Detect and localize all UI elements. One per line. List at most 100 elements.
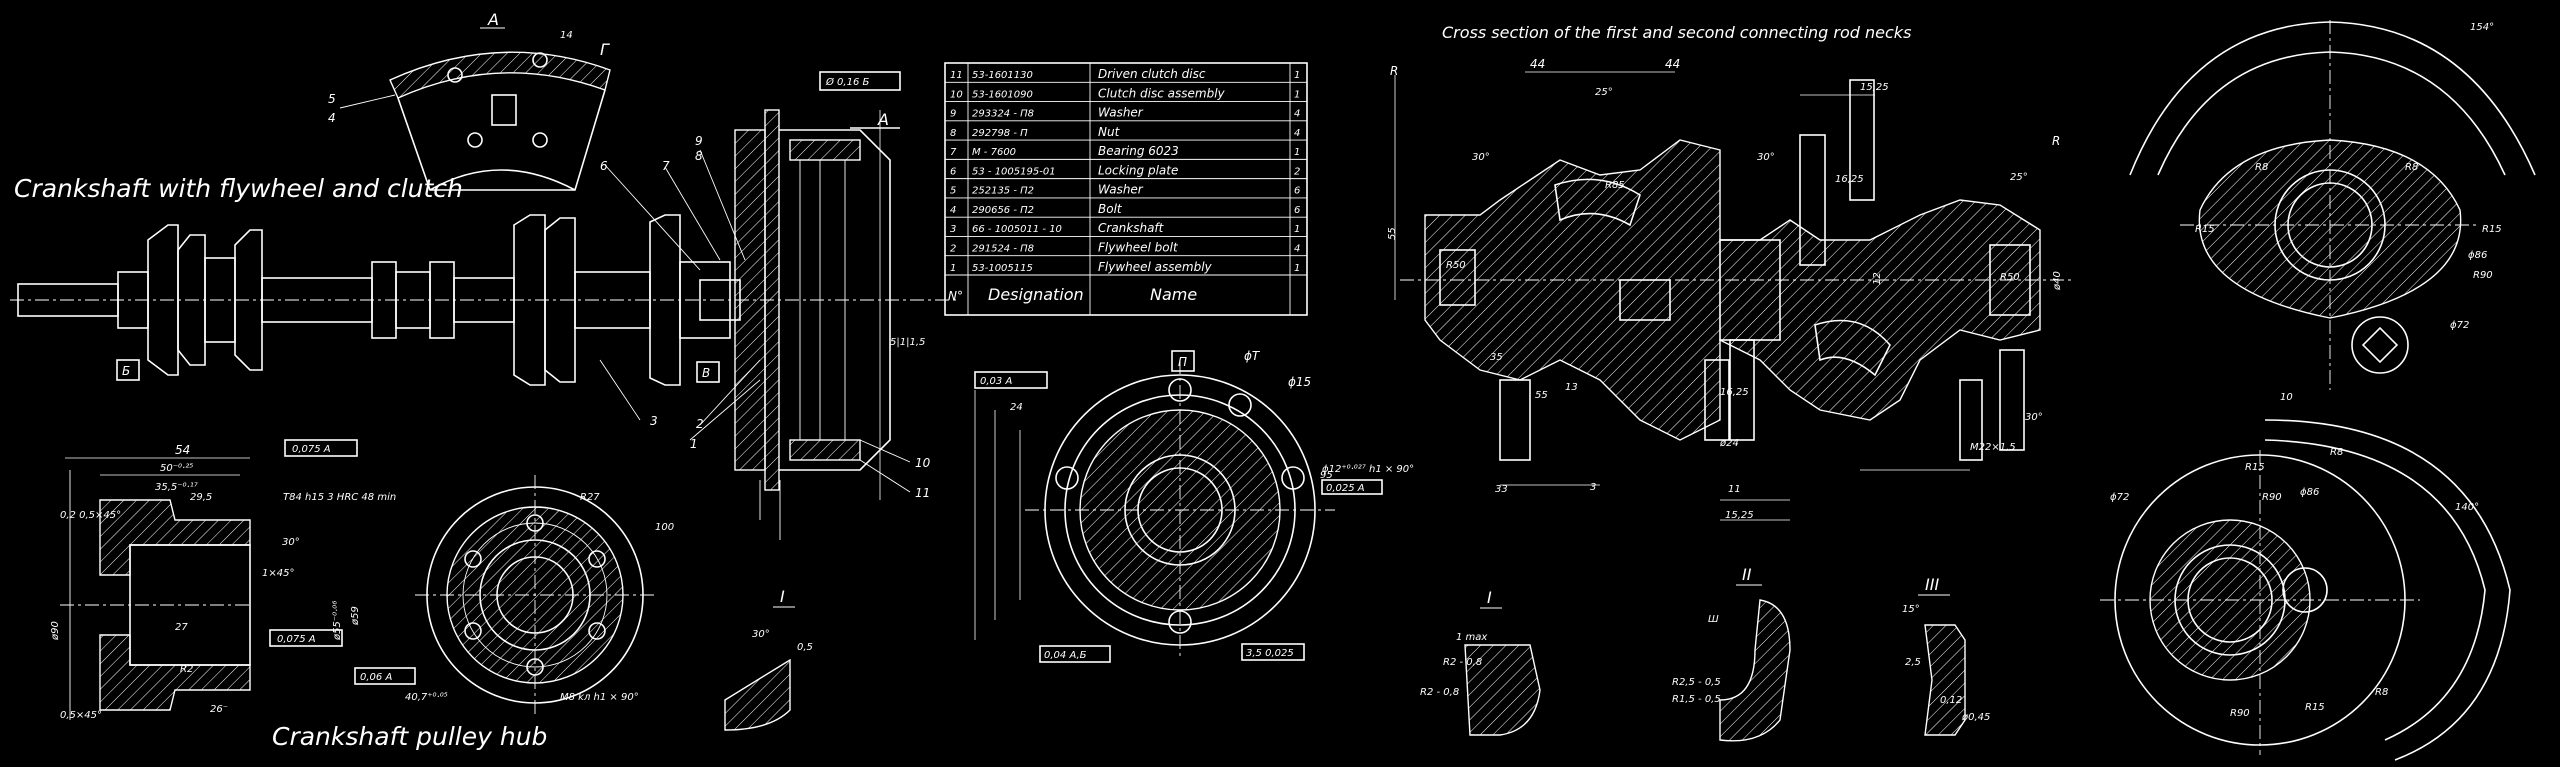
table-cell-number: 4 <box>950 205 956 216</box>
detail-ii-r1505: R1,5 - 0,5 <box>1672 694 1721 705</box>
table-cell-number: 2 <box>950 243 956 254</box>
cs-24: ø24 <box>1719 438 1739 449</box>
table-cell-qty: 1 <box>1294 147 1300 158</box>
detail-i-30: 30° <box>752 629 770 640</box>
fw-r90: R90 <box>2473 270 2493 281</box>
dim-26: 26⁻ <box>210 704 228 715</box>
view-a-label: A <box>487 10 499 29</box>
cs-r50b: R50 <box>2000 272 2020 283</box>
table-cell-number: 11 <box>950 70 963 81</box>
cs-1625a: 16,25 <box>1835 174 1864 185</box>
dim-chamfer2: 0,5×45° <box>60 710 102 721</box>
detail-ii: II Ш R2,5 - 0,5 R1,5 - 0,5 <box>1672 565 1791 742</box>
table-cell-designation: 53-1601130 <box>972 70 1033 81</box>
tol-flywheel: Ø 0,16 Б <box>825 76 869 88</box>
table-cell-name: Crankshaft <box>1098 221 1165 235</box>
fw-10: 10 <box>2280 392 2293 403</box>
detail-i-05: 0,5 <box>797 642 813 653</box>
detail-iii-15: 15° <box>1902 604 1920 615</box>
cs-30c: 30° <box>2025 412 2043 423</box>
title-pulley-hub: Crankshaft pulley hub <box>272 722 547 751</box>
fw-r8c: R8 <box>2330 447 2343 458</box>
detail-i-1max: 1 max <box>1456 632 1487 643</box>
table-cell-name: Nut <box>1098 125 1121 139</box>
table-cell-qty: 6 <box>1294 186 1300 197</box>
table-cell-qty: 1 <box>1294 70 1300 81</box>
mark-b: Б <box>122 364 130 378</box>
callout-10: 10 <box>915 456 931 470</box>
dim-295: 29,5 <box>190 492 212 503</box>
cs-1625b: 16,25 <box>1720 387 1749 398</box>
detail-iii-012: 0,12 <box>1940 695 1962 706</box>
table-cell-number: 7 <box>950 147 957 158</box>
callout-6: 6 <box>600 159 608 173</box>
detail-i-small: I 30° 0,5 <box>724 587 813 731</box>
detail-iii-045: ø0,45 <box>1961 712 1990 723</box>
fw-140: 140° <box>2455 502 2479 513</box>
dim-r2: R2 <box>180 664 193 675</box>
cs-r50: R50 <box>1446 260 1466 271</box>
section-95: 95 <box>1320 470 1333 481</box>
dim-30deg: 30° <box>282 537 300 548</box>
connecting-rod-cross-section: 44 44 15,25 16,25 16,25 15,25 55 55 35 2… <box>1387 57 2075 521</box>
detail-i-r208b: R2 - 0,8 <box>1420 687 1459 698</box>
table-cell-number: 10 <box>950 89 963 100</box>
fw-r15a: R15 <box>2195 224 2215 235</box>
cs-44a: 44 <box>1530 57 1545 71</box>
table-header-number: N° <box>948 289 963 303</box>
dim-chamfer1: 0,2 0,5×45° <box>60 510 121 521</box>
cs-25: 25° <box>1595 87 1613 98</box>
cs-40: ø40 <box>2052 271 2063 291</box>
cs-3: 3 <box>1590 482 1596 493</box>
fw-86b: ϕ86 <box>2300 487 2319 498</box>
dim-m8: M8 kл h1 × 90° <box>560 692 639 703</box>
title-crankshaft: Crankshaft with flywheel and clutch <box>14 174 463 203</box>
section-12: ϕ12⁺⁰·⁰²⁷ h1 × 90° <box>1322 464 1414 475</box>
table-cell-designation: M - 7600 <box>972 147 1016 158</box>
cs-55: 55 <box>1387 227 1398 240</box>
flange-section: П ϕT ϕ15 95 ϕ12⁺⁰·⁰²⁷ h1 × 90° 0,025 A 0… <box>974 349 1414 663</box>
fw-86: ϕ86 <box>2468 250 2487 261</box>
callout-4: 4 <box>328 111 336 125</box>
callout-9: 9 <box>695 134 703 148</box>
table-cell-name: Flywheel assembly <box>1098 260 1213 274</box>
section-tol2: 0,03 A <box>980 376 1012 387</box>
table-cell-qty: 2 <box>1294 166 1300 177</box>
table-cell-number: 1 <box>950 263 956 274</box>
pulley-hub-side-view: 54 50⁻⁰·²⁵ 35,5⁻⁰·¹⁷ 29,5 0,2 0,5×45° 0,… <box>50 439 416 721</box>
cs-35: 35 <box>1490 352 1503 363</box>
cs-25b: 25° <box>2010 172 2028 183</box>
cs-11: 11 <box>1728 484 1741 495</box>
table-cell-qty: 4 <box>1294 243 1300 254</box>
table-cell-designation: 292798 - П <box>972 128 1028 139</box>
table-cell-qty: 1 <box>1294 89 1300 100</box>
fw-r90b: R90 <box>2262 492 2282 503</box>
section-t: ϕT <box>1244 349 1261 363</box>
table-cell-name: Driven clutch disc <box>1098 67 1206 81</box>
fw-72: ϕ72 <box>2450 320 2469 331</box>
fw-r8b: R8 <box>2405 162 2418 173</box>
dim-55: ø55⁻⁰·⁰⁶ <box>332 601 343 641</box>
table-cell-designation: 66 - 1005011 - 10 <box>972 224 1062 235</box>
flywheel-top-view: 154° R8 R8 R15 R15 ϕ86 R90 ϕ72 <box>2129 20 2536 390</box>
dim-59: ø59 <box>350 606 361 626</box>
section-tol1: 0,025 A <box>1326 483 1365 494</box>
section-tol3: 3,5 0,025 <box>1246 648 1294 659</box>
cs-r: R <box>1390 64 1398 78</box>
fw-r15d: R15 <box>2305 702 2325 713</box>
detail-i-label: I <box>1487 588 1492 607</box>
table-cell-name: Washer <box>1098 183 1144 197</box>
fw-r8a: R8 <box>2255 162 2268 173</box>
dim-407: 40,7⁺⁰·⁰⁵ <box>405 692 448 703</box>
cs-m22: M22×1,5 <box>1970 442 2016 453</box>
fw-154: 154° <box>2470 22 2494 33</box>
table-cell-designation: 291524 - П8 <box>972 243 1034 254</box>
view-a-sector: A Г 14 5 4 <box>328 10 611 191</box>
table-cell-qty: 1 <box>1294 224 1300 235</box>
cs-30a: 30° <box>1472 152 1490 163</box>
dim-t84: T84 h15 3 HRC 48 min <box>283 492 396 503</box>
table-cell-designation: 53-1005115 <box>972 263 1033 274</box>
table-cell-name: Washer <box>1098 106 1144 120</box>
section-tol4: 0,04 A,Б <box>1044 650 1087 661</box>
